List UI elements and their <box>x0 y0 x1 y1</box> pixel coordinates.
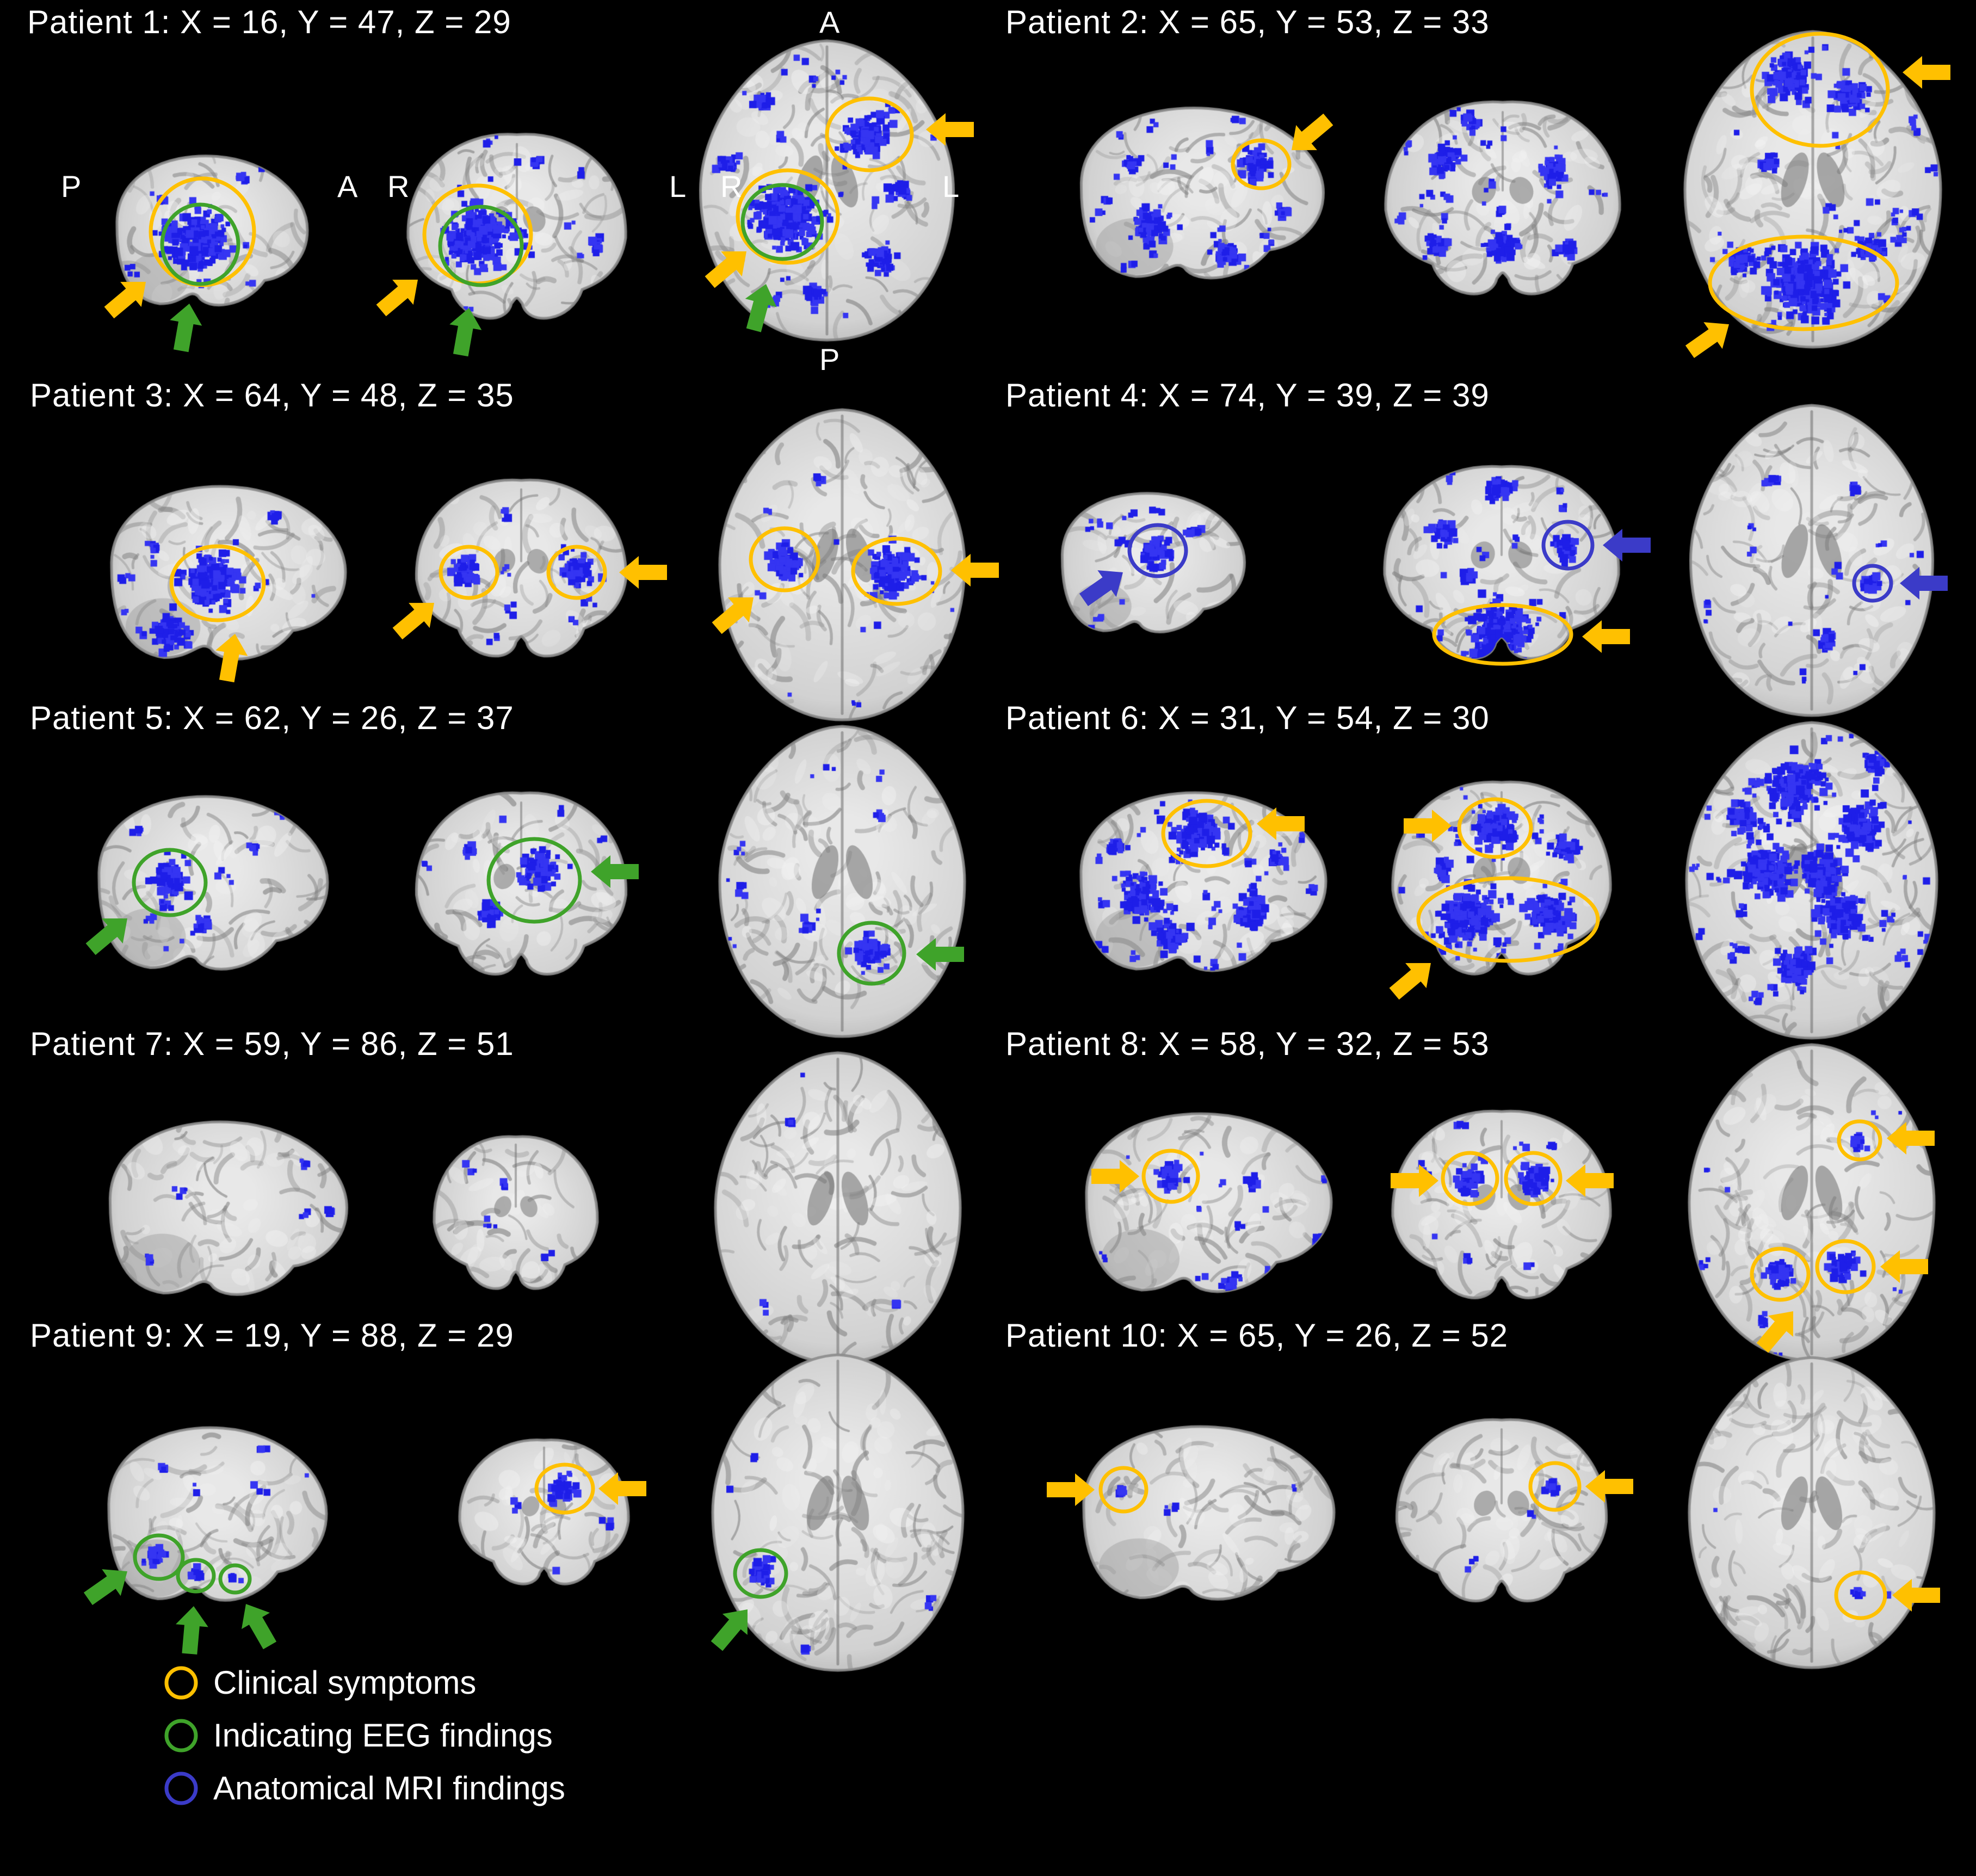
patient-10-title: Patient 10: X = 65, Y = 26, Z = 52 <box>1005 1317 1509 1354</box>
legend-item-clinical: Clinical symptoms <box>163 1664 565 1701</box>
patient-7-title: Patient 7: X = 59, Y = 86, Z = 51 <box>30 1026 514 1062</box>
clinical-ring-icon <box>164 1666 198 1699</box>
legend-item-mri: Anatomical MRI findings <box>163 1769 565 1807</box>
patient-3-title: Patient 3: X = 64, Y = 48, Z = 35 <box>30 377 514 414</box>
clinical-symptoms-circle-icon <box>164 1666 198 1699</box>
patient-8-title: Patient 8: X = 58, Y = 32, Z = 53 <box>1005 1026 1490 1062</box>
patient-2-title: Patient 2: X = 65, Y = 53, Z = 33 <box>1005 4 1490 40</box>
orientation-label-a-6: A <box>819 5 840 39</box>
eeg-findings-circle-icon <box>164 1719 198 1752</box>
patient-4-title: Patient 4: X = 74, Y = 39, Z = 39 <box>1005 377 1490 414</box>
orientation-label-l-3: L <box>669 169 687 203</box>
orientation-label-a-1: A <box>337 169 358 203</box>
orientation-label-r-2: R <box>387 169 410 203</box>
patient-9-title: Patient 9: X = 19, Y = 88, Z = 29 <box>30 1317 514 1354</box>
orientation-label-r-4: R <box>720 169 743 203</box>
orientation-label-p-7: P <box>819 342 840 377</box>
legend-label-clinical: Clinical symptoms <box>213 1664 477 1701</box>
eeg-ring-icon <box>164 1719 198 1752</box>
legend-label-eeg: Indicating EEG findings <box>213 1717 553 1754</box>
legend-label-mri: Anatomical MRI findings <box>213 1770 565 1806</box>
patient-5-title: Patient 5: X = 62, Y = 26, Z = 37 <box>30 700 514 736</box>
mri-findings-circle-icon <box>164 1772 198 1805</box>
mri-ring-icon <box>164 1772 198 1805</box>
patient-6-title: Patient 6: X = 31, Y = 54, Z = 30 <box>1005 700 1490 736</box>
legend: Clinical symptoms Indicating EEG finding… <box>163 1664 565 1807</box>
orientation-label-l-5: L <box>942 169 960 203</box>
orientation-label-p-0: P <box>61 169 82 203</box>
legend-item-eeg: Indicating EEG findings <box>163 1717 565 1754</box>
patient-1-title: Patient 1: X = 16, Y = 47, Z = 29 <box>27 4 511 40</box>
